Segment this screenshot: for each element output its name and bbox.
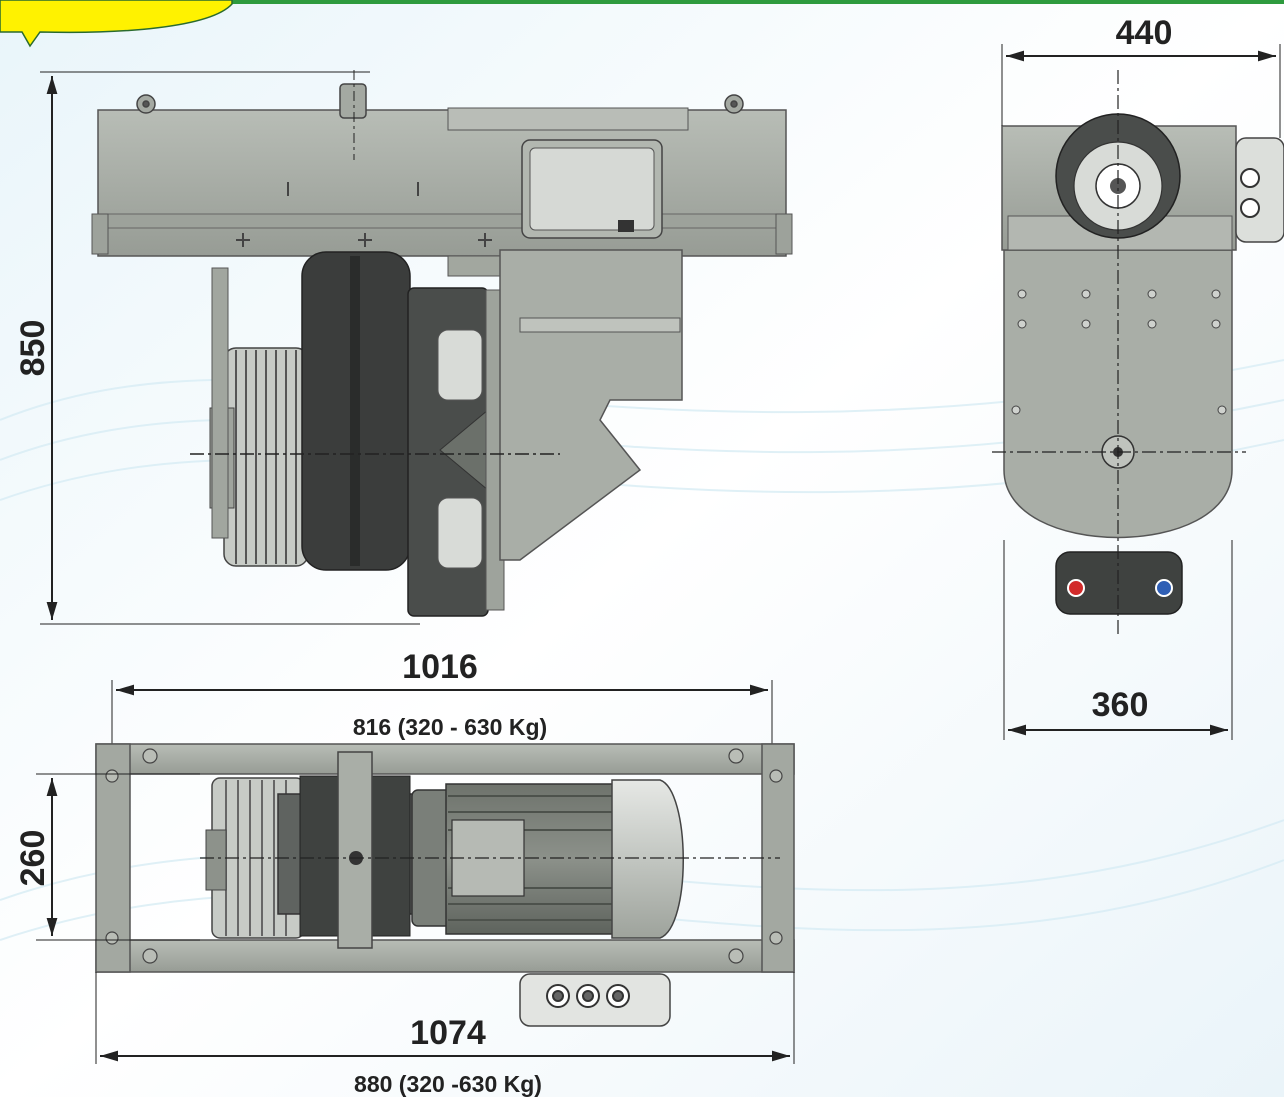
header-rule xyxy=(0,0,1284,4)
header-tab xyxy=(0,0,233,48)
dimension-1074: 1074 880 (320 -630 Kg) xyxy=(95,972,795,1097)
dim-label-260: 260 xyxy=(14,830,52,887)
dim-note-816: 816 (320 - 630 Kg) xyxy=(353,714,547,740)
dim-label-1074: 1074 xyxy=(410,1014,486,1052)
dimension-440: 440 xyxy=(1001,14,1281,138)
dim-label-360: 360 xyxy=(1092,686,1149,724)
end-view xyxy=(992,70,1284,636)
dimension-260: 260 xyxy=(14,773,200,941)
dimension-850: 850 xyxy=(14,71,420,625)
plan-view xyxy=(95,743,795,1027)
dim-label-1016: 1016 xyxy=(402,648,478,686)
dimension-360: 360 xyxy=(1003,540,1233,740)
dim-label-440: 440 xyxy=(1116,14,1173,52)
dim-label-850: 850 xyxy=(14,320,52,377)
dimension-1016: 1016 816 (320 - 630 Kg) xyxy=(111,648,773,744)
side-view xyxy=(91,70,793,617)
dim-note-880: 880 (320 -630 Kg) xyxy=(354,1071,542,1097)
